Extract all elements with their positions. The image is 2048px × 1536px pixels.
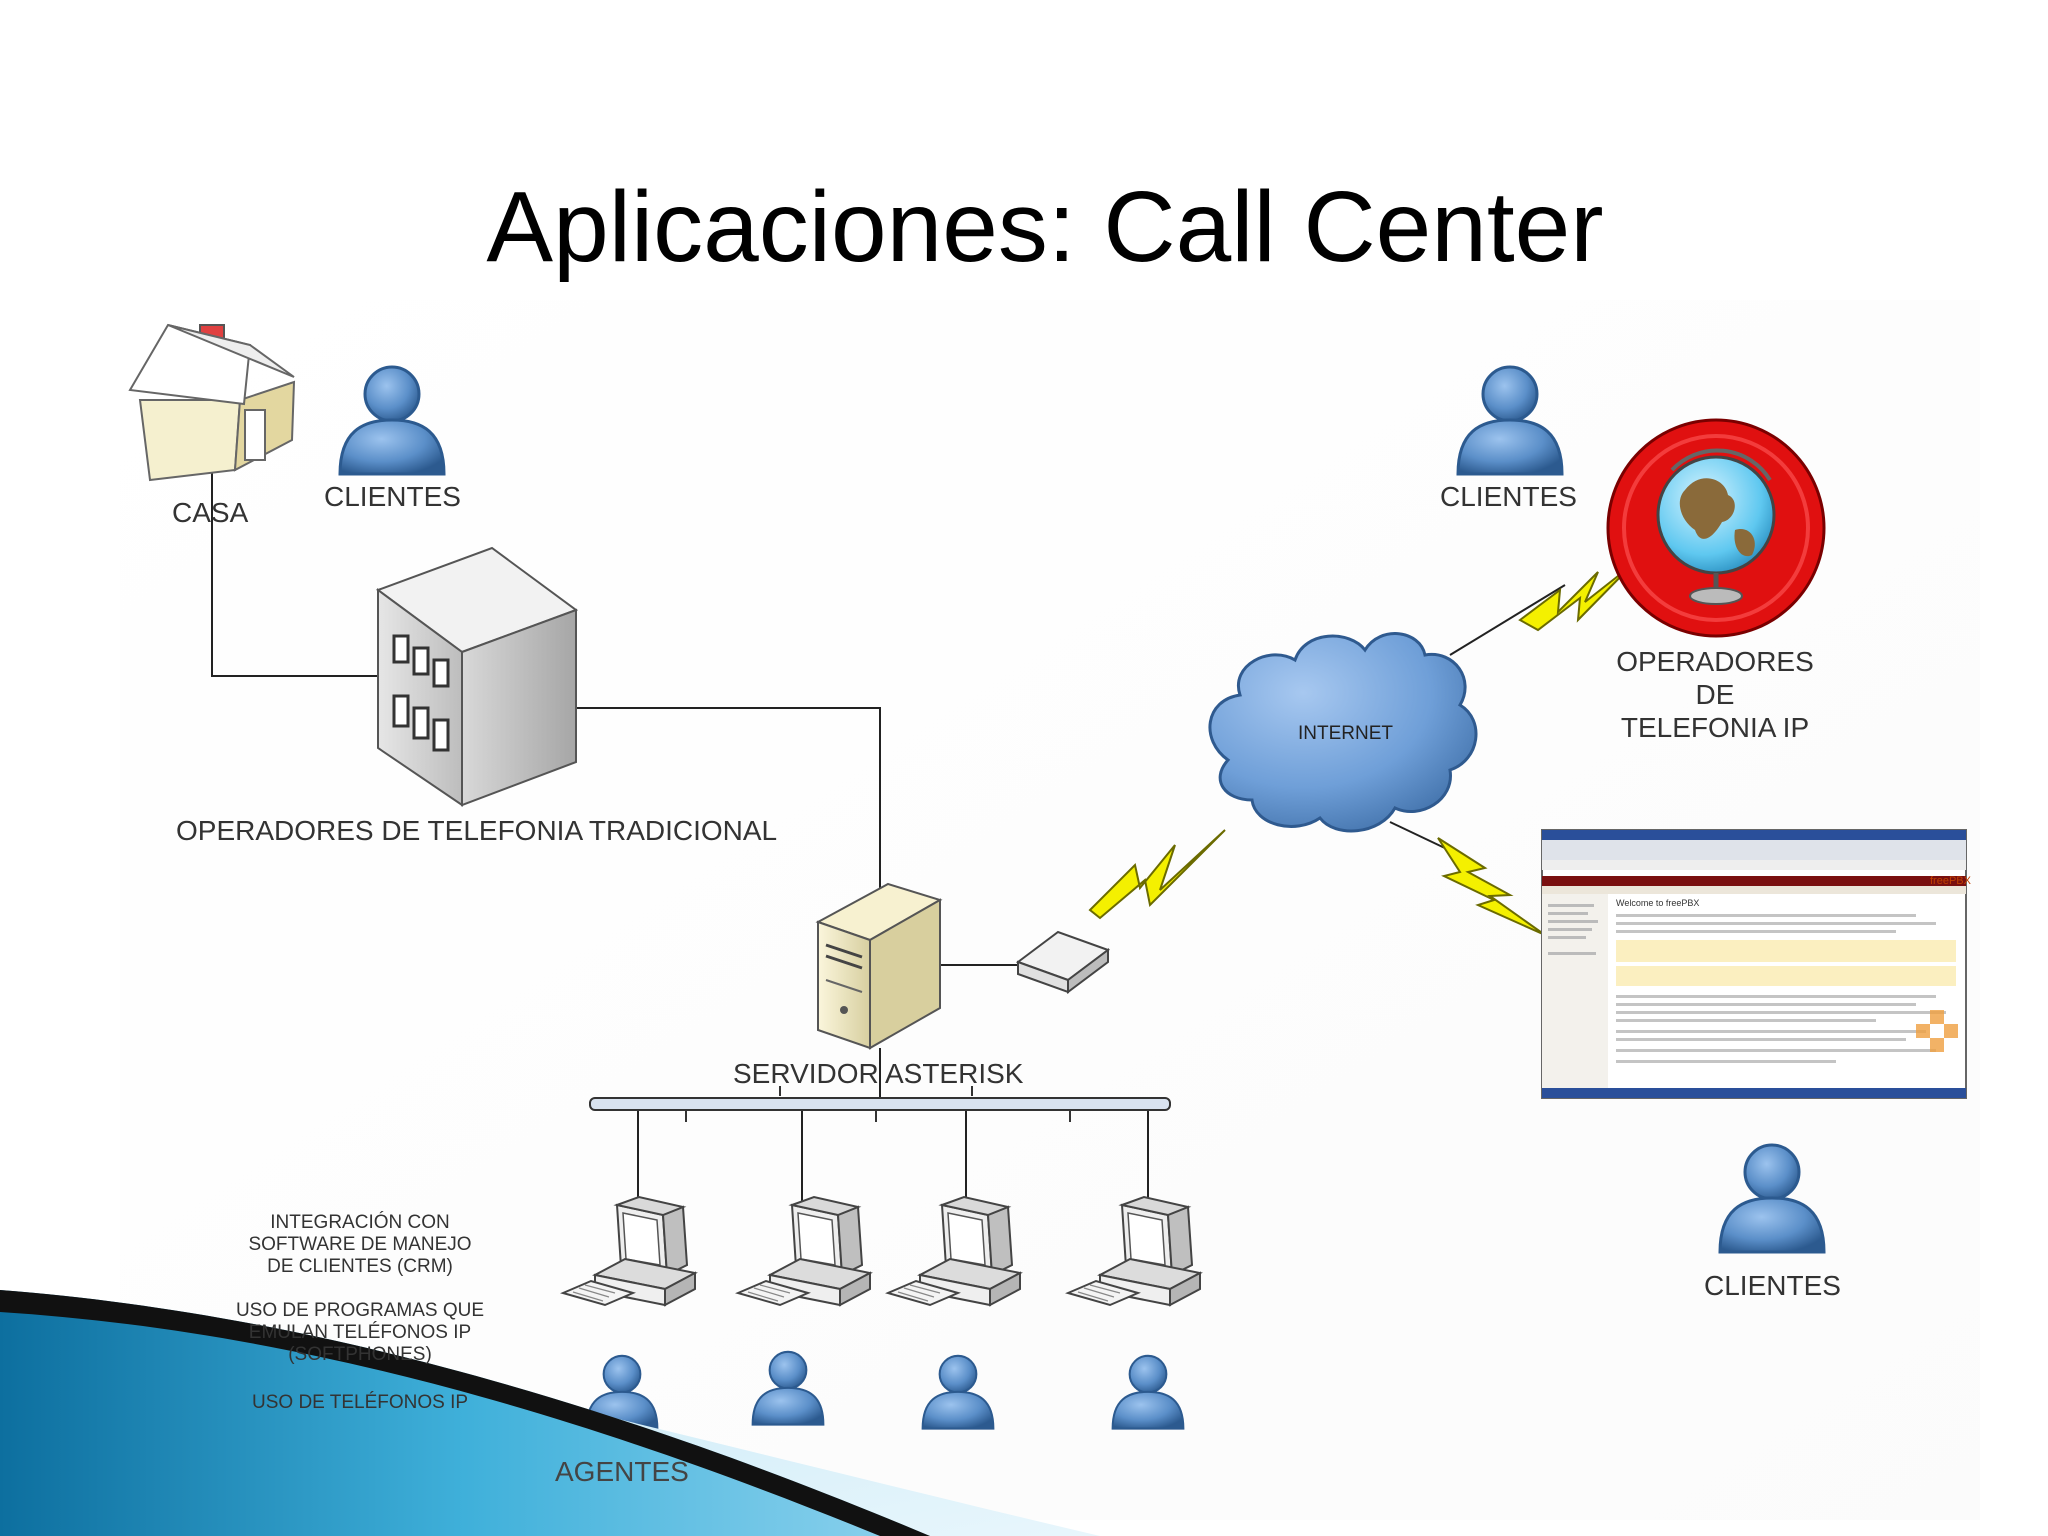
globe-icon	[1606, 418, 1826, 638]
line-operators-to-server	[575, 707, 881, 902]
network-bus	[589, 1086, 1171, 1122]
note-ip-phones: USO DE TELÉFONOS IP	[252, 1392, 469, 1413]
label-servidor: SERVIDOR ASTERISK	[733, 1058, 1024, 1089]
note-softphones-line-3: (SOFTPHONES)	[288, 1344, 432, 1365]
bolt-icon-top	[1518, 564, 1633, 632]
label-operadores-tradicional: OPERADORES DE TELEFONIA TRADICIONAL	[176, 815, 778, 846]
label-internet: INTERNET	[1298, 723, 1393, 744]
router-icon	[1015, 930, 1111, 994]
server-icon	[815, 882, 943, 1050]
label-clientes-left: CLIENTES	[324, 481, 461, 512]
label-clientes-right-top: CLIENTES	[1440, 481, 1577, 512]
decorative-swoosh	[0, 1290, 1100, 1536]
label-operadores-ip-line-2: DE	[1695, 679, 1735, 710]
note-crm-line-2: SOFTWARE DE MANEJO	[248, 1234, 472, 1255]
building-icon	[375, 546, 579, 807]
line-cloud-to-bolt-top	[1449, 584, 1566, 656]
slide-title: Aplicaciones: Call Center	[486, 171, 1604, 283]
label-operadores-ip-line-3: TELEFONIA IP	[1620, 712, 1810, 743]
freepbx-heading: Welcome to freePBX	[1616, 898, 1699, 908]
line-casa-to-operators	[211, 405, 384, 677]
note-crm-line-3: DE CLIENTES (CRM)	[267, 1256, 453, 1277]
note-crm-line-1: INTEGRACIÓN CON	[270, 1212, 450, 1233]
label-operadores-ip: OPERADORES DE TELEFONIA IP	[1590, 645, 1840, 744]
notes-block: INTEGRACIÓN CON SOFTWARE DE MANEJO DE CL…	[220, 1212, 500, 1366]
note-softphones-line-2: EMULAN TELÉFONOS IP	[248, 1322, 472, 1343]
note-softphones-line-1: USO DE PROGRAMAS QUE	[235, 1300, 485, 1321]
label-clientes-right-bottom: CLIENTES	[1704, 1270, 1841, 1301]
label-agentes: AGENTES	[555, 1456, 689, 1487]
label-operadores-ip-line-1: OPERADORES	[1616, 646, 1814, 677]
freepbx-brand: freePBX	[1930, 875, 1972, 887]
label-casa: CASA	[172, 497, 249, 528]
freepbx-screenshot: freePBX Welcome to freePBX	[1541, 829, 1972, 1099]
cloud-icon	[1208, 632, 1478, 833]
bolt-icon-router	[1088, 829, 1226, 920]
house-icon	[128, 323, 296, 482]
